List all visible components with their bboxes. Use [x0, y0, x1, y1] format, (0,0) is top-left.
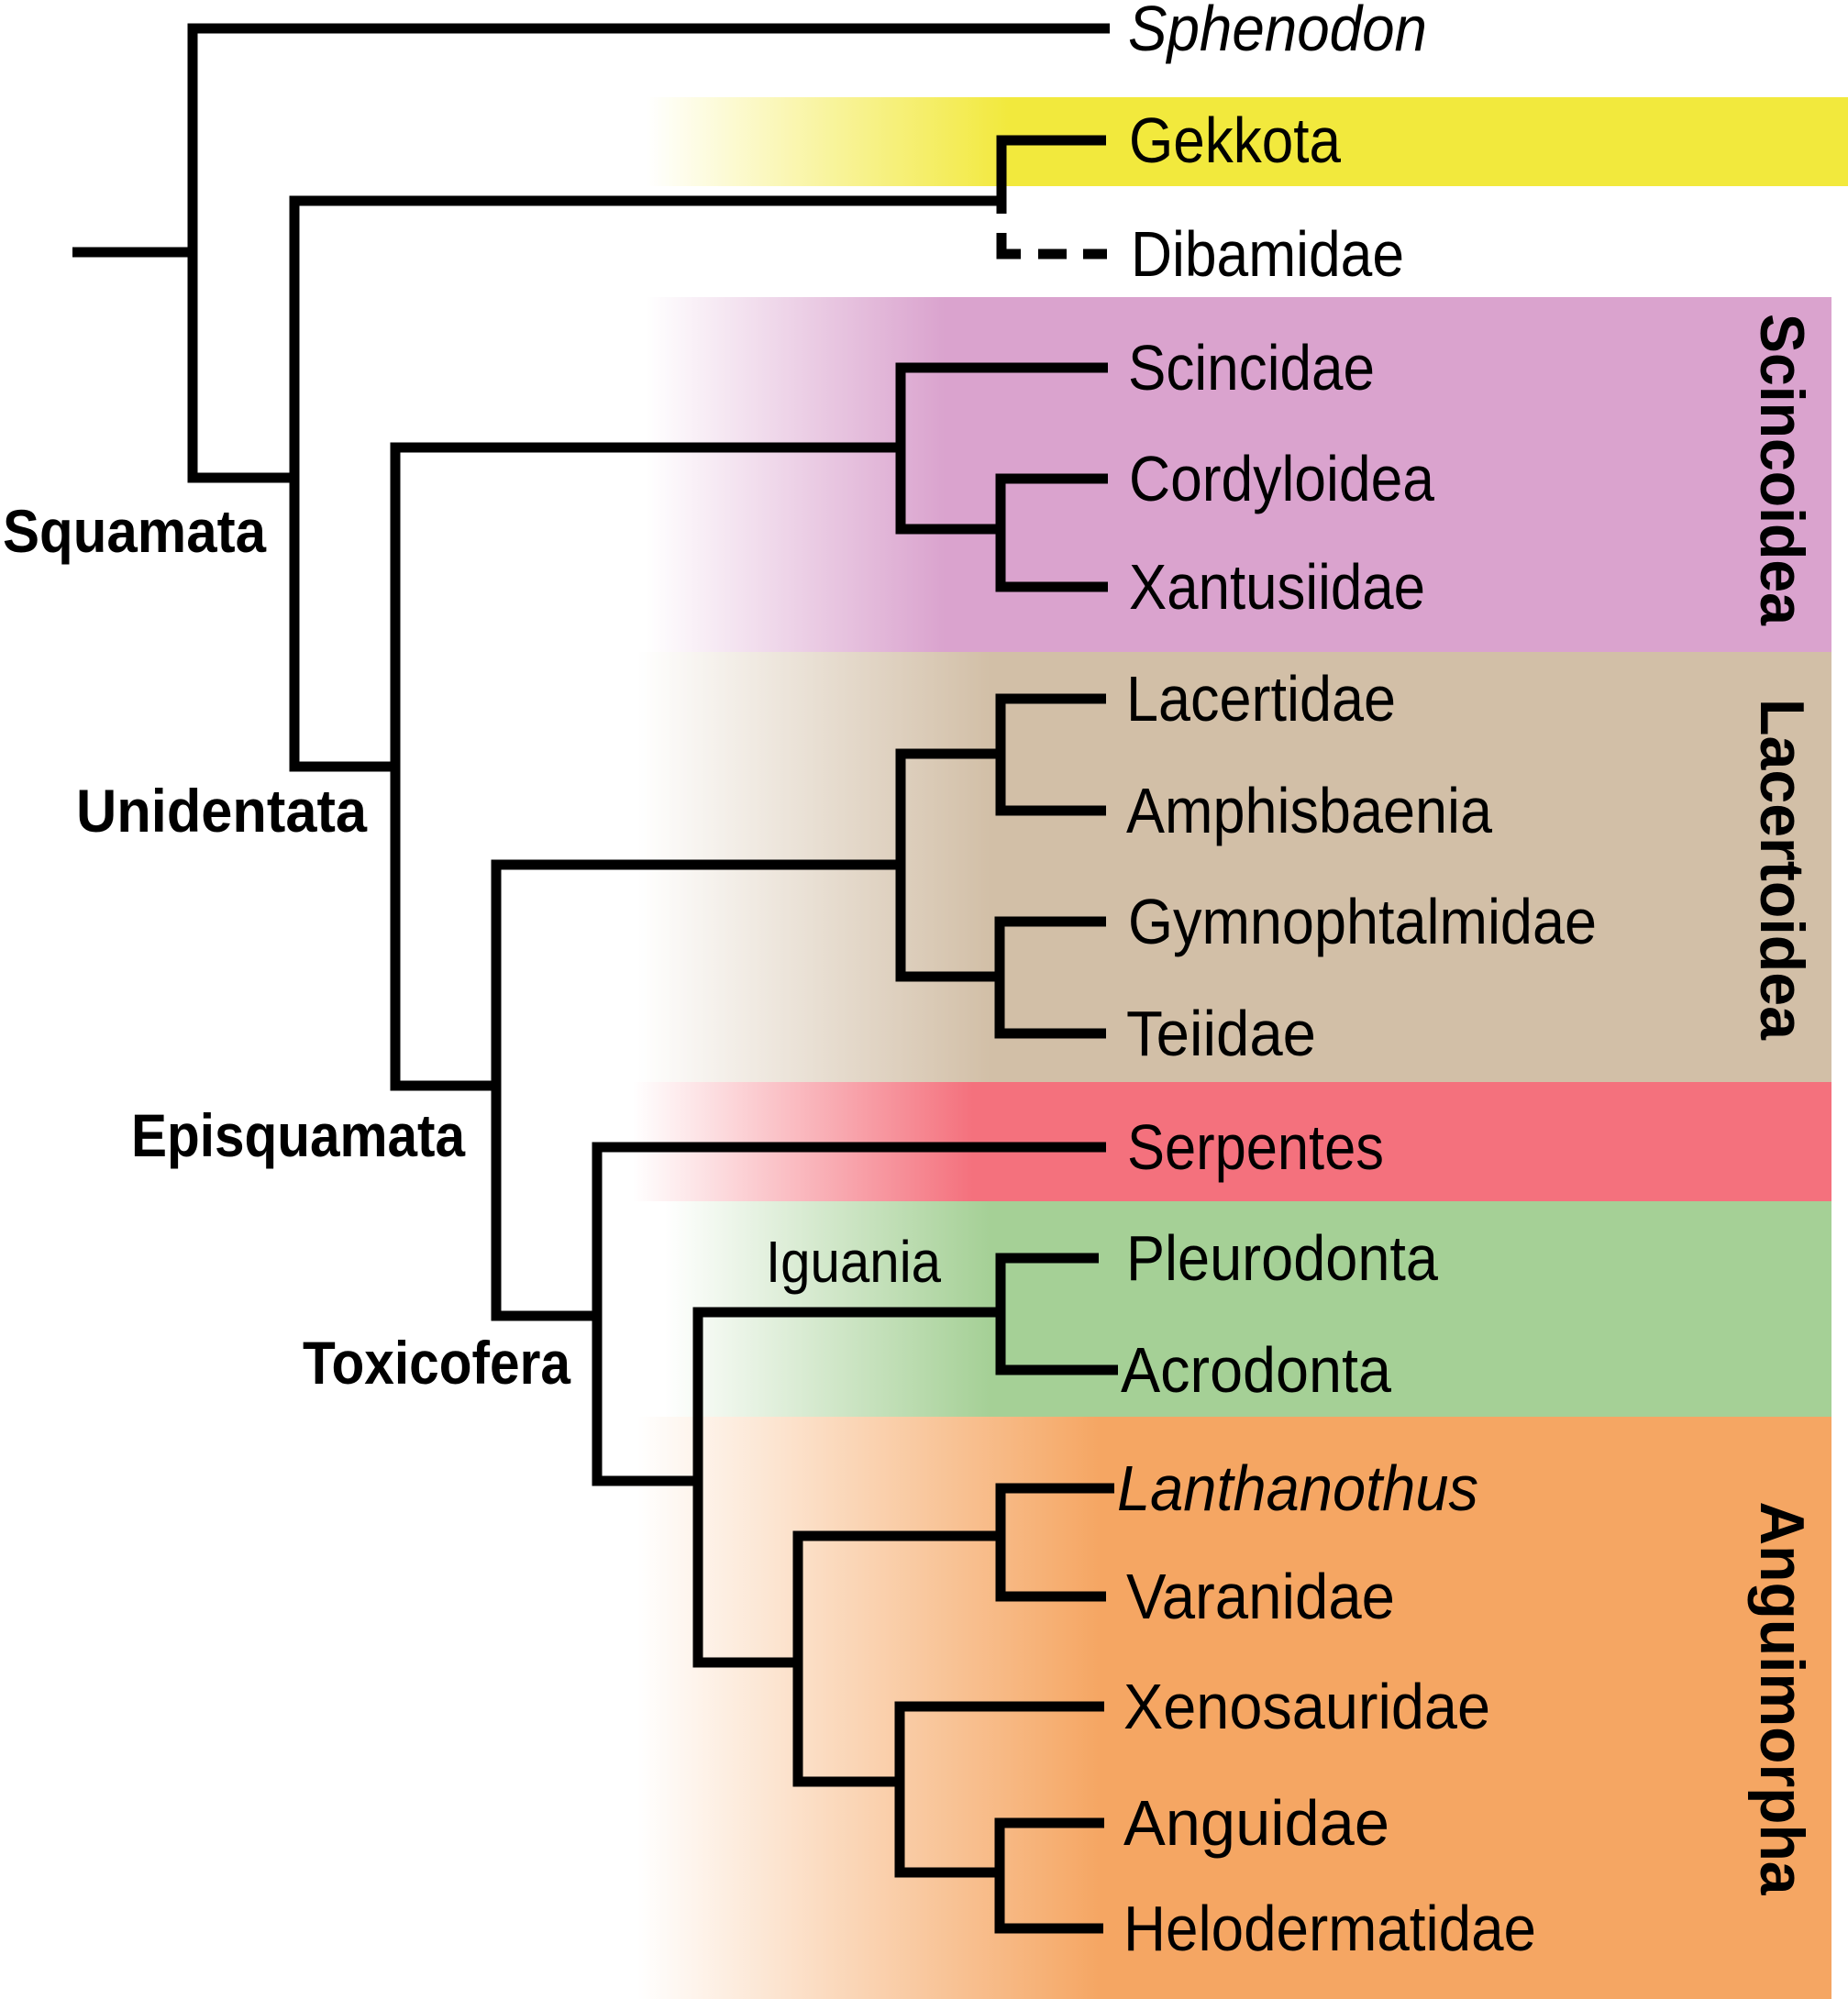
svg-text:Acrodonta: Acrodonta — [1121, 1334, 1391, 1406]
svg-text:Scincidae: Scincidae — [1128, 332, 1375, 403]
svg-text:Unidentata: Unidentata — [76, 777, 368, 845]
svg-text:Cordyloidea: Cordyloidea — [1129, 443, 1434, 514]
svg-text:Xenosauridae: Xenosauridae — [1123, 1671, 1490, 1742]
svg-text:Toxicofera: Toxicofera — [303, 1329, 571, 1397]
svg-text:Varanidae: Varanidae — [1126, 1561, 1395, 1632]
svg-text:Squamata: Squamata — [3, 497, 267, 565]
svg-text:Lacertidae: Lacertidae — [1126, 663, 1396, 734]
svg-text:Dibamidae: Dibamidae — [1131, 218, 1404, 290]
svg-text:Lacertoidea: Lacertoidea — [1747, 699, 1817, 1041]
svg-text:Xantusiidae: Xantusiidae — [1129, 551, 1425, 623]
svg-text:Sphenodon: Sphenodon — [1128, 0, 1427, 64]
svg-text:Helodermatidae: Helodermatidae — [1123, 1893, 1536, 1964]
svg-text:Iguania: Iguania — [766, 1229, 941, 1295]
svg-text:Anguimorpha: Anguimorpha — [1747, 1502, 1817, 1896]
svg-text:Gymnophtalmidae: Gymnophtalmidae — [1128, 886, 1597, 957]
svg-text:Teiidae: Teiidae — [1126, 998, 1316, 1069]
svg-text:Scincoidea: Scincoidea — [1747, 314, 1817, 626]
svg-text:Serpentes: Serpentes — [1127, 1111, 1384, 1183]
svg-text:Amphisbaenia: Amphisbaenia — [1126, 775, 1492, 846]
svg-text:Pleurodonta: Pleurodonta — [1126, 1222, 1438, 1294]
svg-text:Gekkota: Gekkota — [1129, 105, 1341, 176]
svg-text:Episquamata: Episquamata — [131, 1101, 466, 1169]
svg-text:Lanthanothus: Lanthanothus — [1117, 1452, 1478, 1524]
svg-text:Anguidae: Anguidae — [1123, 1787, 1389, 1859]
